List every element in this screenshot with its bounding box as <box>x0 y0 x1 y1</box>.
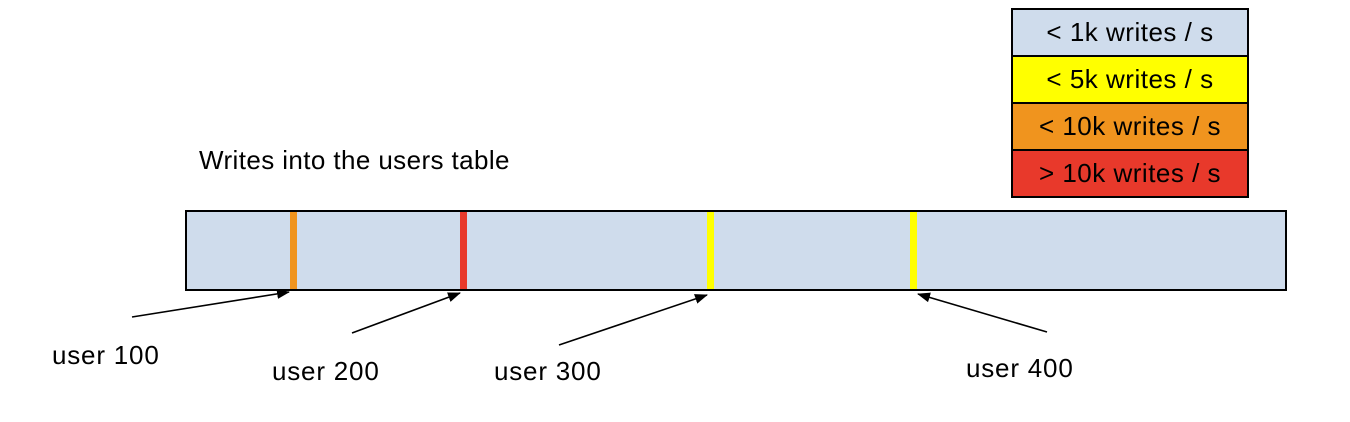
legend-row-lt-1k: < 1k writes / s <box>1013 10 1247 55</box>
arrow-user-400 <box>917 292 1048 333</box>
write-hotspot-user-300 <box>707 212 714 289</box>
arrow-user-300 <box>558 294 708 346</box>
legend-row-gt-10k: > 10k writes / s <box>1013 149 1247 196</box>
label-user-200: user 200 <box>272 356 380 386</box>
legend-row-lt-10k: < 10k writes / s <box>1013 102 1247 149</box>
legend: < 1k writes / s < 5k writes / s < 10k wr… <box>1011 8 1249 198</box>
write-hotspot-user-400 <box>910 212 917 289</box>
users-table-bar <box>185 210 1287 291</box>
legend-row-lt-5k: < 5k writes / s <box>1013 55 1247 102</box>
diagram-title: Writes into the users table <box>199 145 510 175</box>
arrow-user-200 <box>351 292 461 334</box>
write-hotspot-user-100 <box>290 212 297 289</box>
label-user-300: user 300 <box>494 356 602 386</box>
write-hotspot-user-200 <box>460 212 467 289</box>
arrow-user-100 <box>131 288 290 318</box>
label-user-400: user 400 <box>966 353 1074 383</box>
label-user-100: user 100 <box>52 340 160 370</box>
